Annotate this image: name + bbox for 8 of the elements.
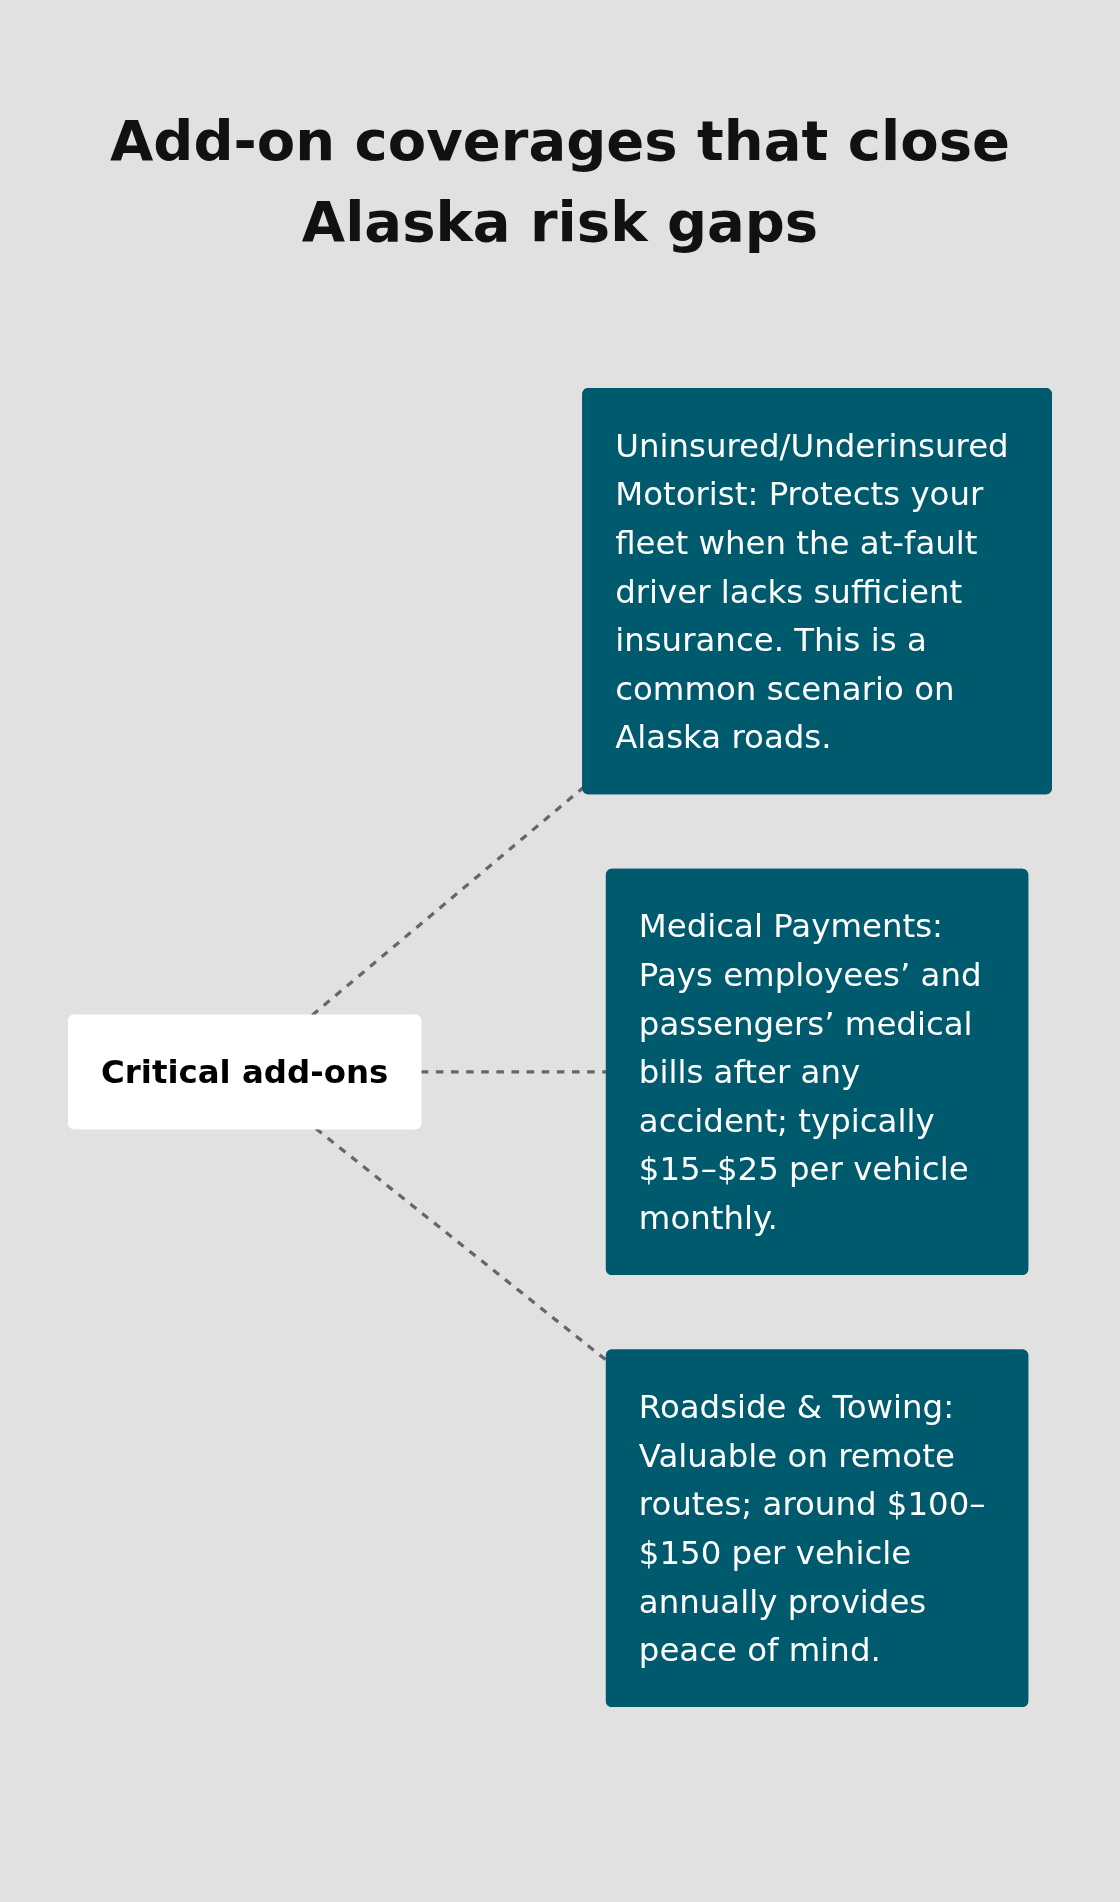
info-card: Medical Payments: Pays employees’ and passengers’ medical bills after any accident; typically $15–$25 per vehicle monthly. bbox=[605, 868, 1029, 1275]
dashed-connector bbox=[314, 1127, 608, 1362]
info-card: Uninsured/Underinsured Motorist: Protects your fleet when the at-fault driver lacks sufficient insurance. This is a common scenario on Alaska roads. bbox=[582, 388, 1052, 795]
title: Add-on coverages that close Alaska risk gaps bbox=[109, 107, 1011, 257]
dashed-connector bbox=[311, 786, 584, 1017]
topic-box: Critical add-ons bbox=[68, 1014, 422, 1130]
info-card: Roadside & Towing: Valuable on remote routes; around $100–$150 per vehicle annually provides peace of mind. bbox=[605, 1349, 1029, 1708]
dashed-connector bbox=[420, 1070, 607, 1074]
